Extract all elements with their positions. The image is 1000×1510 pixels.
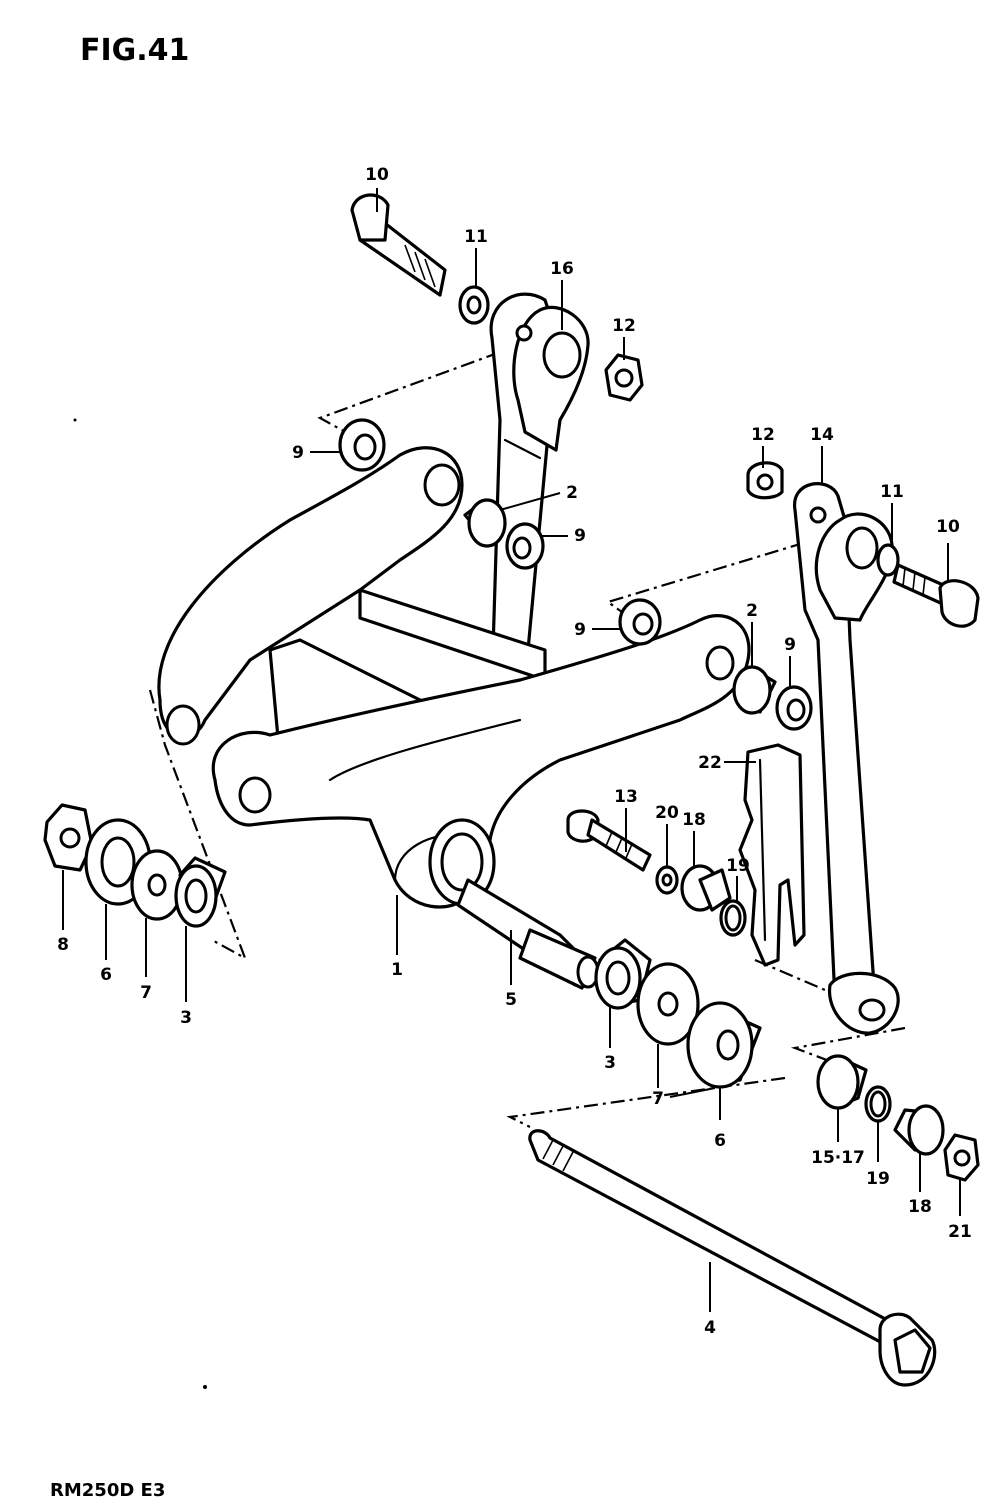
cushion-lever-1 — [157, 446, 751, 909]
washer-7-left — [130, 849, 184, 921]
callout-9-right-lower: 9 — [784, 635, 796, 655]
collar-18-upper — [680, 864, 732, 912]
nut-8 — [43, 803, 94, 872]
callout-9-upper-mid: 9 — [574, 526, 586, 546]
bushing-15-17 — [816, 1054, 868, 1110]
callout-13: 13 — [614, 787, 638, 807]
callout-1: 1 — [391, 960, 403, 980]
callout-18-lower: 18 — [908, 1197, 932, 1217]
callout-8: 8 — [57, 935, 69, 955]
callout-labels: 10 11 16 12 9 2 9 12 14 11 10 9 2 9 22 1… — [57, 165, 972, 1338]
callout-4: 4 — [704, 1318, 716, 1338]
spacer-9-upper-left — [338, 418, 386, 472]
figure-title: FIG.41 — [80, 33, 189, 68]
callout-9-upper-left: 9 — [292, 443, 304, 463]
nut-12-right — [746, 461, 784, 500]
callout-11-right: 11 — [880, 482, 904, 502]
callout-19-upper: 19 — [726, 856, 750, 876]
callout-10-upper: 10 — [365, 165, 389, 185]
scan-speck — [203, 1385, 207, 1389]
callout-22: 22 — [698, 753, 722, 773]
callout-3-left: 3 — [180, 1008, 192, 1028]
nut-12-upper — [604, 353, 644, 402]
callout-12-upper: 12 — [612, 316, 636, 336]
callout-2-right: 2 — [746, 601, 758, 621]
bushing-2-upper — [463, 498, 507, 548]
model-code: RM250D E3 — [50, 1480, 165, 1501]
callout-21: 21 — [948, 1222, 972, 1242]
callout-9-right: 9 — [574, 620, 586, 640]
callout-5: 5 — [505, 990, 517, 1010]
callout-19-lower: 19 — [866, 1169, 890, 1189]
callout-2-upper: 2 — [566, 483, 578, 503]
pivot-bolt-4 — [528, 1129, 937, 1387]
dust-seal-6-center — [686, 1001, 762, 1089]
callout-7-center: 7 — [652, 1089, 664, 1109]
washer-11-right — [876, 543, 900, 577]
needle-bearing-3-left — [174, 856, 227, 928]
callout-14: 14 — [810, 425, 834, 445]
spacer-9-right — [618, 598, 662, 646]
callout-6-left: 6 — [100, 965, 112, 985]
spacer-9-right-lower — [775, 685, 813, 731]
callout-20: 20 — [655, 803, 679, 823]
nut-21 — [943, 1133, 980, 1182]
callout-7-left: 7 — [140, 983, 152, 1003]
tie-rod-16 — [489, 292, 590, 652]
collar-18-lower — [893, 1104, 945, 1156]
callout-3-center: 3 — [604, 1053, 616, 1073]
callout-12-right: 12 — [751, 425, 775, 445]
spacer-9-upper-mid — [505, 522, 545, 570]
callout-16: 16 — [550, 259, 574, 279]
bolt-10-right — [892, 563, 980, 628]
tie-rod-14 — [793, 482, 900, 1035]
pivot-collar-5 — [456, 878, 600, 990]
callout-18-upper: 18 — [682, 810, 706, 830]
chain-guide-22 — [738, 743, 806, 967]
callout-10-right: 10 — [936, 517, 960, 537]
washer-7-center — [636, 962, 700, 1046]
scan-speck — [73, 418, 77, 422]
bolt-13 — [566, 809, 652, 872]
needle-bearing-3-center — [594, 938, 652, 1010]
bushing-2-right — [732, 665, 777, 715]
bolt-10-upper — [350, 193, 447, 297]
callout-11-upper: 11 — [464, 227, 488, 247]
callout-15-17: 15·17 — [811, 1148, 865, 1168]
callout-6-center: 6 — [714, 1131, 726, 1151]
